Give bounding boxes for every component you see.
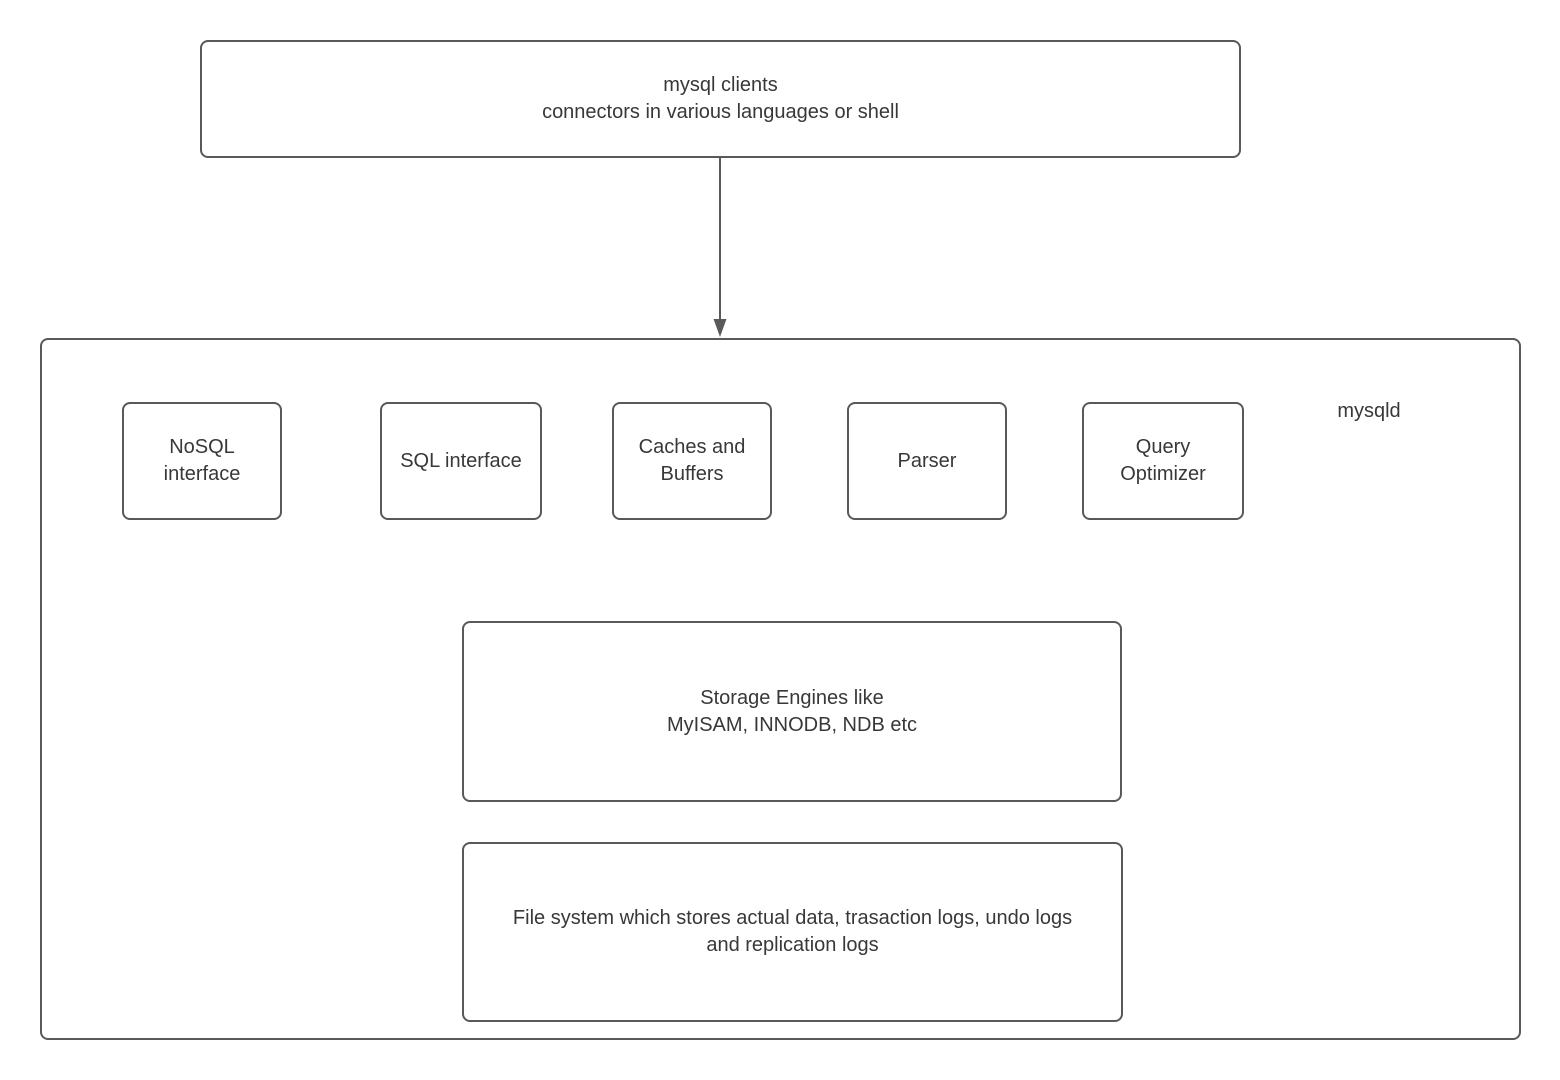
node-mysqld-container: mysqld NoSQL interface SQL interface Cac… — [40, 338, 1521, 1040]
node-label-line: File system which stores actual data, tr… — [512, 907, 1073, 929]
node-label-line: MyISAM, INNODB, NDB etc — [666, 713, 918, 736]
node-caches-and-buffers: Caches and Buffers — [612, 402, 772, 520]
node-label-line: interface — [163, 463, 241, 485]
node-label-line: Caches and — [638, 436, 746, 458]
node-label-line: and replication logs — [706, 934, 879, 956]
node-label-line: mysql clients — [663, 74, 778, 96]
node-nosql-interface: NoSQL interface — [122, 402, 282, 520]
node-label-line: NoSQL — [169, 436, 235, 458]
arrow-clients-to-mysqld-icon — [713, 158, 727, 337]
node-parser: Parser — [847, 402, 1007, 520]
node-label-line: Buffers — [660, 463, 724, 485]
node-query-optimizer: Query Optimizer — [1082, 402, 1244, 520]
node-file-system: File system which stores actual data, tr… — [462, 842, 1123, 1022]
node-label-line: SQL interface — [400, 449, 522, 472]
node-mysql-clients: mysql clients connectors in various lang… — [200, 40, 1241, 158]
node-label-line: Storage Engines like — [700, 686, 884, 709]
node-label-line: Query — [1135, 436, 1191, 458]
node-label-line: connectors in various languages or shell — [542, 101, 899, 123]
mysqld-label: mysqld — [1337, 400, 1401, 422]
node-storage-engines: Storage Engines like MyISAM, INNODB, NDB… — [462, 621, 1122, 802]
node-sql-interface: SQL interface — [380, 402, 542, 520]
node-label-line: Optimizer — [1120, 463, 1206, 485]
node-label-line: Parser — [897, 449, 957, 472]
